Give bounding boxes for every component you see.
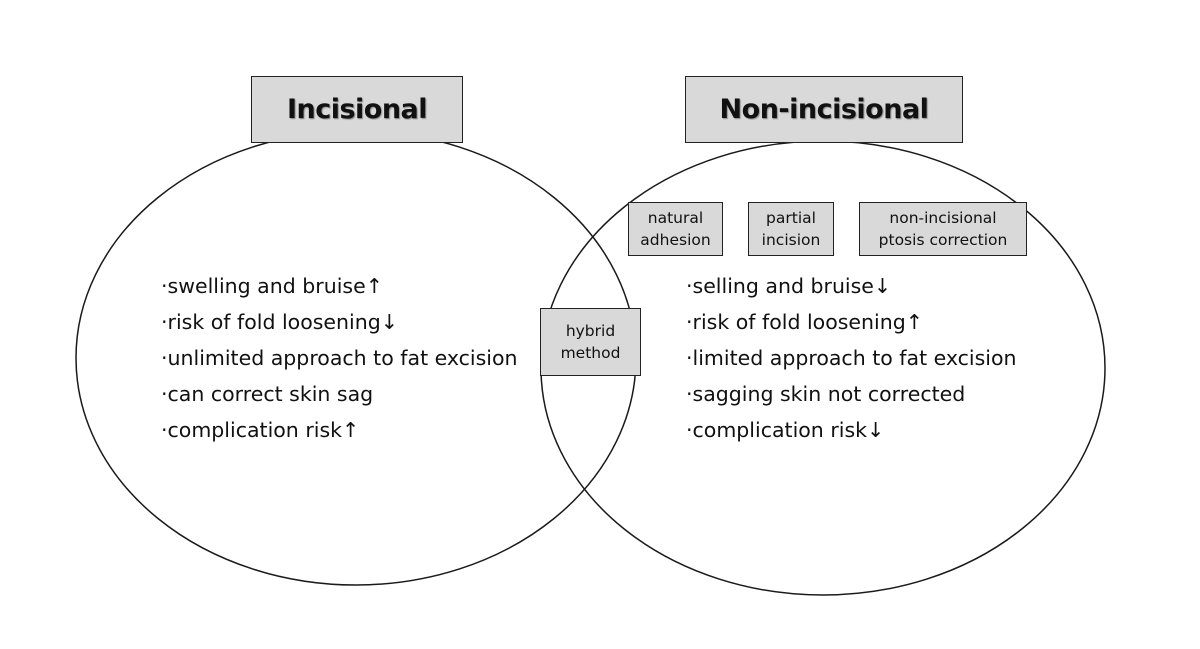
- non-incisional-title: Non-incisional: [685, 76, 963, 143]
- list-item: ·complication risk↑: [161, 418, 360, 442]
- non-incisional-list: ·selling and bruise↓ ·risk of fold loose…: [686, 268, 1017, 448]
- tag-line: non-incisional: [889, 209, 997, 227]
- tag-line: partial: [766, 209, 816, 227]
- incisional-list: ·swelling and bruise↑ ·risk of fold loos…: [161, 268, 518, 448]
- list-item: ·complication risk↓: [686, 418, 885, 442]
- list-item: ·unlimited approach to fat excision: [161, 346, 518, 370]
- list-item: ·swelling and bruise↑: [161, 274, 383, 298]
- tag-line: adhesion: [640, 231, 711, 249]
- list-item: ·risk of fold loosening↑: [686, 310, 923, 334]
- tag-line: hybrid: [565, 322, 616, 340]
- tag-line: natural: [647, 209, 704, 227]
- list-item: ·sagging skin not corrected: [686, 382, 966, 406]
- hybrid-method-tag: hybrid method: [540, 308, 641, 376]
- ptosis-correction-tag: non-incisional ptosis correction: [859, 202, 1027, 256]
- tag-line: ptosis correction: [878, 231, 1008, 249]
- partial-incision-tag: partial incision: [748, 202, 834, 256]
- list-item: ·limited approach to fat excision: [686, 346, 1017, 370]
- natural-adhesion-tag: natural adhesion: [628, 202, 723, 256]
- incisional-title: Incisional: [251, 76, 463, 143]
- tag-line: method: [560, 344, 621, 362]
- list-item: ·can correct skin sag: [161, 382, 374, 406]
- list-item: ·selling and bruise↓: [686, 274, 892, 298]
- list-item: ·risk of fold loosening↓: [161, 310, 398, 334]
- tag-line: incision: [761, 231, 821, 249]
